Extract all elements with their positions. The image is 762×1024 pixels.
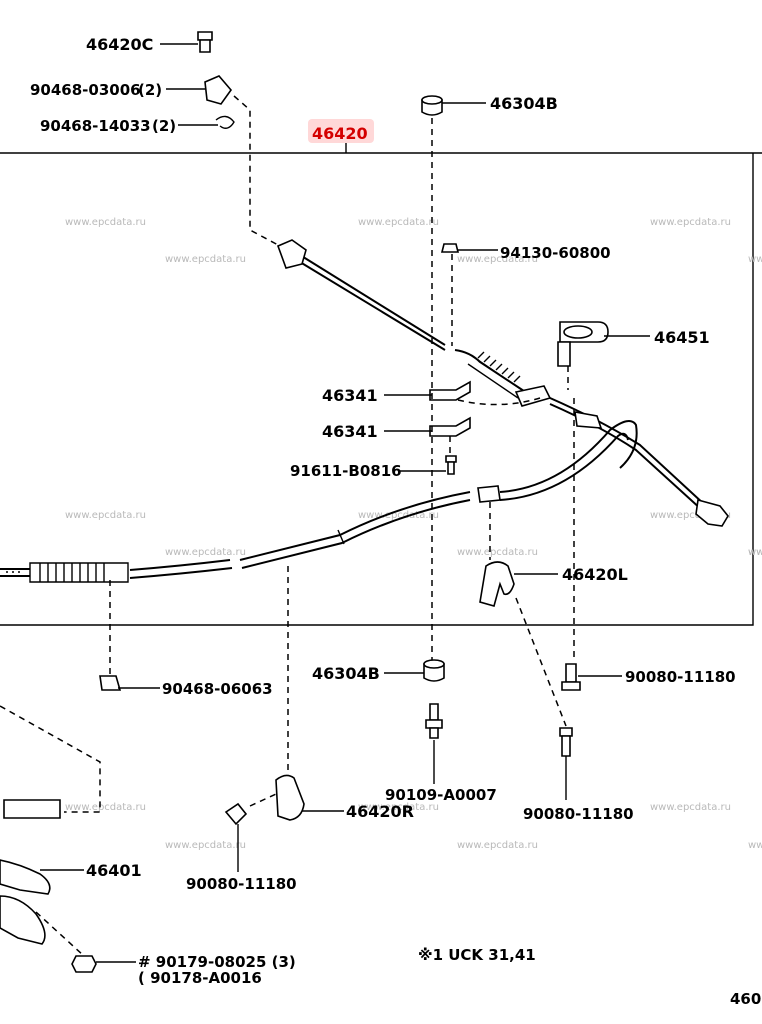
bolt-90080-11180-b [559,727,573,757]
watermark: www.epcdata.ru [65,802,146,813]
label-46401: 46401 [86,861,142,880]
page-code: 4602 [730,990,762,1008]
watermark: www.epcdata.ru [358,510,439,521]
clip-90468-06063 [99,675,122,691]
bracket-46451 [557,321,609,367]
watermark: www.epcdata.ru [650,217,731,228]
clip-90468-03006 [204,75,233,105]
label-90080-11180-c: 90080-11180 [186,875,297,893]
watermark: www.epcdata.ru [165,840,246,851]
cable-spring [467,351,523,399]
cable-46420 [276,239,729,527]
label-46304B-top: 46304B [490,94,558,113]
label-90468-14033: 90468-14033 [40,117,151,135]
label-90179-08025: # 90179-08025 (3) [138,953,296,971]
watermark: www.epcdata.ru [748,547,762,558]
watermark: www.epcdata.ru [457,254,538,265]
label-90080-11180-b: 90080-11180 [523,805,634,823]
watermark: www.epcdata.ru [165,254,246,265]
label-90468-14033-qty: (2) [152,117,176,135]
watermark: www.epcdata.ru [65,510,146,521]
label-46341-a: 46341 [322,386,378,405]
label-46420L: 46420L [562,565,628,584]
nut-90179-08025 [71,955,97,973]
label-90178-A0016: ( 90178-A0016 [138,969,262,987]
label-90468-06063: 90468-06063 [162,680,273,698]
watermark: www.epcdata.ru [748,254,762,265]
watermark: www.epcdata.ru [65,217,146,228]
reference-lines [0,95,575,957]
label-46304B-bottom: 46304B [312,664,380,683]
watermark: www.epcdata.ru [748,547,762,558]
watermark: www.epcdata.ru [650,802,731,813]
watermark: www.epcdata.ru [457,547,538,558]
bolt-91611-B0816 [445,455,457,475]
bolt-46420C [197,31,213,53]
grommet-46304B-bottom [423,659,445,682]
nut-94130-60800 [440,243,460,253]
label-46341-b: 46341 [322,422,378,441]
watermark: www.epcdata.ru [358,217,439,228]
bracket-46341-a [429,380,471,401]
cable-lower-sweep [129,411,638,579]
label-46451: 46451 [654,328,710,347]
bolt-90080-11180-c [224,802,248,826]
label-91611-B0816: 91611-B0816 [290,462,402,480]
cable-left-end [0,562,129,583]
watermark: www.epcdata.ru [165,547,246,558]
stud-90109-A0007 [425,703,443,739]
bolt-90080-11180-a [561,663,581,691]
label-90468-03006: 90468-03006 [30,81,141,99]
label-46420R: 46420R [346,802,414,821]
leader-lines [40,43,650,963]
note-uck: ※1 UCK 31,41 [418,946,536,964]
watermark: www.epcdata.ru [457,840,538,851]
clamp-46420L [479,561,515,607]
clip-90468-14033 [215,115,235,129]
highlight-46420 [308,119,374,143]
watermark: www.epcdata.ru [650,510,731,521]
watermark: www.epcdata.ru [748,840,762,851]
label-46420C: 46420C [86,35,153,54]
callout-labels: 46420C 90468-03006 (2) 90468-14033 (2) 4… [30,35,762,1008]
lever-46401 [0,799,61,945]
clamp-46420R [275,774,305,821]
label-90080-11180-a: 90080-11180 [625,668,736,686]
label-90109-A0007: 90109-A0007 [385,786,497,804]
label-94130-60800: 94130-60800 [500,244,611,262]
grommet-46304B-top [421,95,443,116]
watermark-layer: www.epcdata.ru www.epcdata.ru www.epcdat… [65,217,762,851]
label-90468-03006-qty: (2) [138,81,162,99]
assembly-frame [0,152,762,626]
watermark: www.epcdata.ru [358,802,439,813]
label-46420: 46420 [312,124,368,143]
bracket-46341-b [429,416,471,437]
